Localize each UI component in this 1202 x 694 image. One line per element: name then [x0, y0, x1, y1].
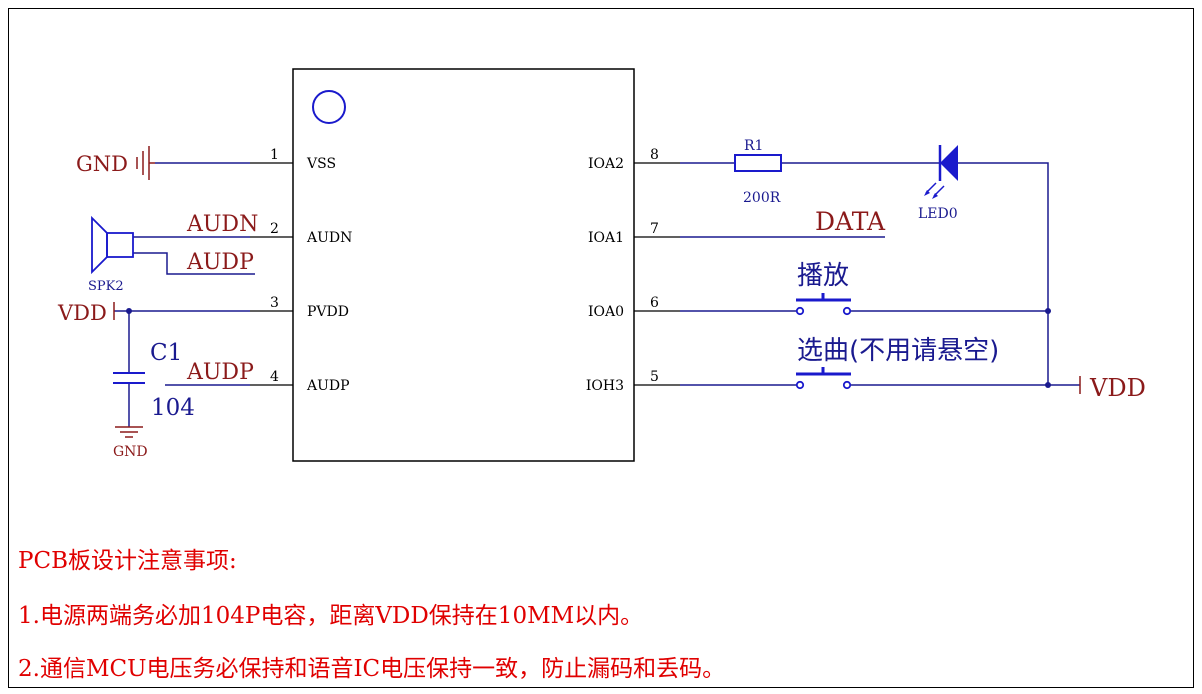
- capacitor-icon: [113, 372, 145, 384]
- switch-play-label: 播放: [797, 261, 849, 291]
- note-2: 2.通信MCU电压务必保持和语音IC电压保持一致，防止漏码和丢码。: [18, 656, 726, 682]
- pin4-number: 4: [270, 369, 279, 385]
- net-label-gnd-left: GND: [76, 152, 128, 176]
- speaker-icon: [91, 215, 134, 275]
- speaker-label: SPK2: [88, 279, 124, 294]
- pin2-name: AUDN: [306, 230, 352, 246]
- right-pin-stubs: [634, 162, 680, 386]
- pin7-number: 7: [650, 221, 659, 237]
- net-label-data: DATA: [815, 207, 886, 236]
- led-label: LED0: [918, 206, 958, 222]
- pin8-name: IOA2: [588, 156, 624, 172]
- capacitor-value: 104: [151, 395, 195, 421]
- pin3-name: PVDD: [307, 304, 349, 320]
- net-label-audp-speaker: AUDP: [186, 250, 254, 275]
- pin4-name: AUDP: [306, 378, 350, 394]
- notes-heading: PCB板设计注意事项:: [18, 548, 237, 574]
- pin1-number: 1: [270, 147, 279, 163]
- net-label-gnd-bottom: GND: [113, 444, 148, 460]
- switch-play-icon: [795, 293, 852, 316]
- resistor-icon: [734, 154, 782, 172]
- junction-play: [1045, 308, 1051, 314]
- pin3-number: 3: [270, 295, 279, 311]
- gnd-bottom-icon: [115, 426, 143, 438]
- resistor-ref: R1: [744, 138, 763, 154]
- net-label-audp-pin4: AUDP: [186, 360, 254, 385]
- pin5-name: IOH3: [586, 378, 624, 394]
- pin8-number: 8: [650, 147, 659, 163]
- left-pin-stubs: [250, 162, 293, 386]
- switch-select-label: 选曲(不用请悬空): [797, 336, 999, 366]
- vdd-junction-left: [126, 308, 132, 314]
- ic-body: [292, 68, 635, 462]
- pin5-number: 5: [650, 369, 659, 385]
- pin7-name: IOA1: [588, 230, 624, 246]
- pin2-number: 2: [270, 221, 279, 237]
- pin1-marker: [312, 90, 346, 124]
- pin6-name: IOA0: [588, 304, 624, 320]
- capacitor-ref: C1: [150, 340, 182, 366]
- resistor-value: 200R: [743, 190, 781, 206]
- switch-select-icon: [795, 367, 852, 390]
- net-label-vdd-right: VDD: [1089, 374, 1146, 402]
- diagram-frame: [8, 8, 1194, 688]
- gnd-icon: [136, 146, 155, 180]
- led-icon: [924, 145, 958, 199]
- note-1: 1.电源两端务必加104P电容，距离VDD保持在10MM以内。: [18, 603, 644, 629]
- net-label-audn: AUDN: [186, 212, 258, 237]
- pin6-number: 6: [650, 295, 659, 311]
- pin1-name: VSS: [306, 156, 336, 172]
- junction-vdd-right: [1045, 382, 1051, 388]
- net-label-vdd-left: VDD: [57, 301, 107, 325]
- left-wires: [114, 162, 255, 427]
